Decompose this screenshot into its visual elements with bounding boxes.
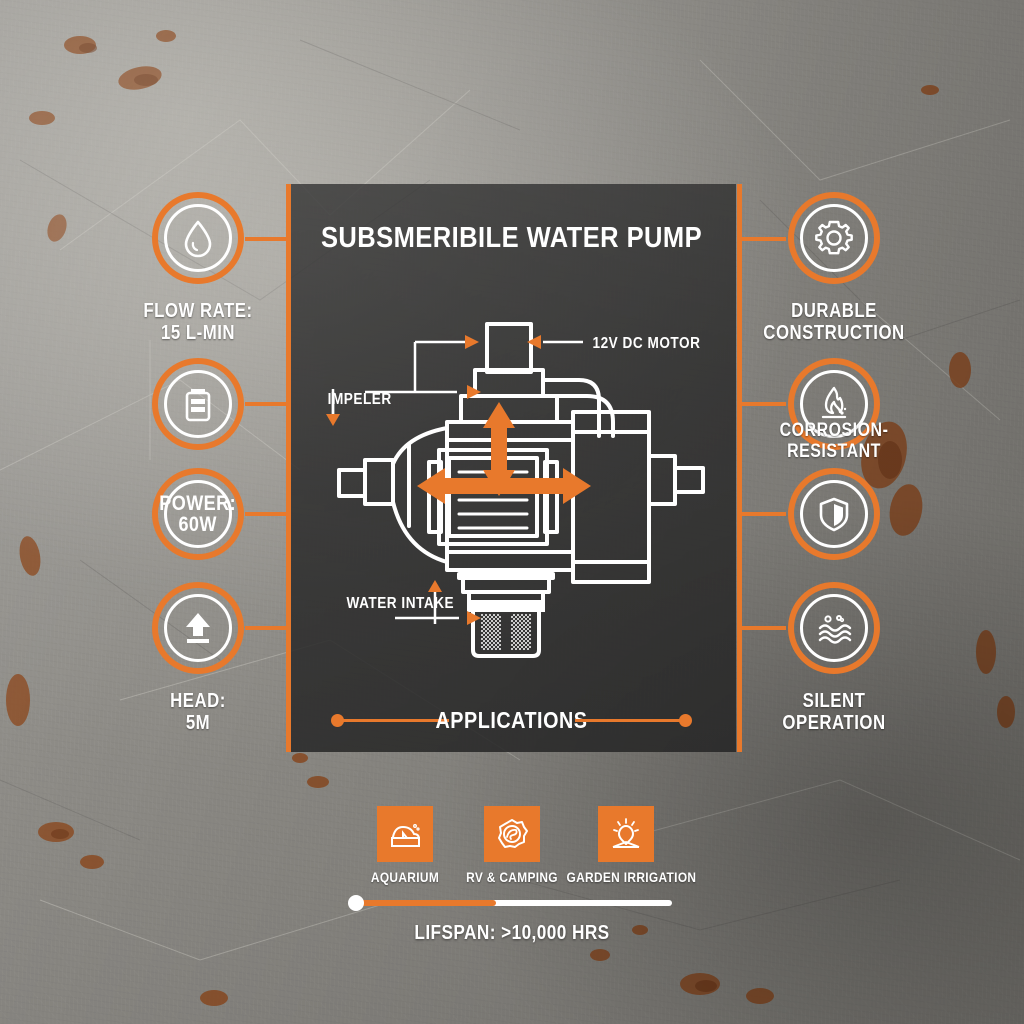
water-drop-icon <box>184 220 212 258</box>
badge-battery[interactable] <box>152 358 244 450</box>
divider-dot-left <box>331 714 344 727</box>
badge-label-durable-construction: DURABLE CONSTRUCTION <box>763 300 905 345</box>
badge-power[interactable]: POWER: 60W <box>152 468 244 560</box>
badge-ring <box>164 204 232 272</box>
gear-icon <box>815 220 853 255</box>
motion-arrows <box>417 402 591 504</box>
diagram-label-water-intake: WATER INTAKE <box>346 595 455 612</box>
badge-ring <box>164 594 232 662</box>
connector-right-1 <box>742 237 786 241</box>
battery-icon <box>185 389 211 422</box>
rv-camping-tile-square <box>484 806 540 862</box>
diagram-label-motor: 12V DC MOTOR <box>592 335 701 352</box>
divider-dot-right <box>679 714 692 727</box>
badge-label-flow-rate: FLOW RATE: 15 L-MIN <box>143 300 253 345</box>
connector-right-4 <box>742 626 786 630</box>
badge-ring <box>164 480 232 548</box>
lifespan-track <box>352 900 672 906</box>
badge-corrosion-resistant[interactable] <box>788 358 880 450</box>
connector-left-4 <box>245 626 289 630</box>
flame-icon <box>821 386 847 419</box>
application-label-garden-irrigation: GARDEN IRRIGATION <box>566 869 697 885</box>
badge-head[interactable] <box>152 582 244 674</box>
lifespan-fill <box>352 900 496 906</box>
divider-line-right <box>575 719 685 722</box>
diagram-label-impeler: IMPELER <box>327 391 392 408</box>
badge-protection[interactable] <box>788 468 880 560</box>
application-rv-camping[interactable]: RV & CAMPING <box>452 806 572 885</box>
lifespan-label: LIFSPAN: >10,000 HRS <box>414 922 610 944</box>
application-aquarium[interactable]: AQUARIUM <box>345 806 465 885</box>
badge-ring <box>164 370 232 438</box>
badge-flow-rate[interactable] <box>152 192 244 284</box>
badge-label-head: HEAD: 5M <box>170 690 226 735</box>
applications-divider: APPLICATIONS <box>287 700 736 740</box>
divider-line-left <box>339 719 449 722</box>
connector-right-3 <box>742 512 786 516</box>
badge-ring <box>800 370 868 438</box>
up-arrow-icon <box>186 613 210 643</box>
connector-left-1 <box>245 237 289 241</box>
badge-ring <box>800 204 868 272</box>
badge-label-silent-operation: SILENT OPERATION <box>782 690 886 735</box>
connector-left-3 <box>245 512 289 516</box>
connector-left-2 <box>245 402 289 406</box>
garden-irrigation-icon <box>612 818 640 848</box>
badge-durable-construction[interactable] <box>788 192 880 284</box>
application-garden-irrigation[interactable]: GARDEN IRRIGATION <box>556 806 696 885</box>
rv-camping-icon <box>498 819 528 848</box>
application-label-rv-camping: RV & CAMPING <box>466 869 558 885</box>
shield-icon <box>819 497 849 532</box>
panel-left-rail <box>286 184 291 752</box>
applications-title: APPLICATIONS <box>435 707 588 733</box>
badge-ring <box>800 480 868 548</box>
badge-label-corrosion-resistant: CORROSION-RESISTANT <box>779 420 889 463</box>
badge-ring <box>800 594 868 662</box>
page-title: SUBSMERIBILE WATER PUMP <box>320 222 703 254</box>
garden-irrigation-tile-square <box>598 806 654 862</box>
lifespan-knob[interactable] <box>348 895 364 911</box>
application-label-aquarium: AQUARIUM <box>370 869 440 885</box>
badge-power-text: POWER: 60W <box>159 491 237 536</box>
waves-icon <box>818 615 852 644</box>
aquarium-icon <box>391 824 420 847</box>
pump-diagram <box>326 322 705 658</box>
connector-right-2 <box>742 402 786 406</box>
aquarium-tile-square <box>377 806 433 862</box>
badge-silent-operation[interactable] <box>788 582 880 674</box>
panel-right-rail <box>737 184 742 752</box>
